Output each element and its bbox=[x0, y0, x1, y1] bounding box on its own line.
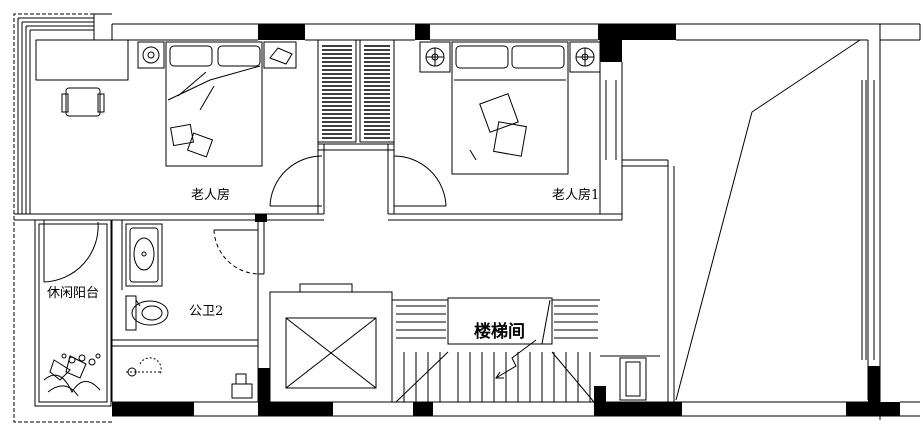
nightstand-lamp-icon bbox=[419, 41, 451, 73]
bed-icon bbox=[165, 41, 263, 167]
room-label-stairwell: 楼梯间 bbox=[474, 322, 525, 342]
stair-treads bbox=[396, 305, 598, 402]
bed-icon bbox=[451, 41, 569, 175]
plant-icon bbox=[43, 353, 101, 397]
staircase-icon bbox=[392, 297, 600, 403]
void-diagonal bbox=[675, 39, 861, 401]
room-label-elder-room: 老人房 bbox=[191, 188, 231, 203]
shower-icon bbox=[126, 357, 253, 399]
nightstand-lamp-icon bbox=[569, 41, 601, 73]
room-label-leisure-balcony: 休闲阳台 bbox=[47, 286, 100, 301]
balcony-outline bbox=[13, 13, 112, 423]
telephone-icon bbox=[263, 41, 297, 69]
solid-walls bbox=[112, 24, 900, 416]
toilet-icon bbox=[125, 295, 169, 331]
room-label-elder-room-1: 老人房1 bbox=[552, 188, 600, 203]
washbasin-icon bbox=[125, 223, 163, 287]
wardrobe-louvered-icon bbox=[317, 39, 395, 143]
nightstand-lamp-icon bbox=[137, 41, 165, 69]
room-label-public-bathroom-2: 公卫2 bbox=[189, 304, 224, 319]
outer-walls bbox=[93, 13, 921, 420]
doors bbox=[43, 155, 447, 283]
elevator-shaft-icon bbox=[285, 317, 377, 389]
wardrobe-louvers bbox=[322, 45, 390, 139]
desk-chair-icon bbox=[35, 39, 129, 117]
cabinet-icon bbox=[619, 357, 647, 401]
